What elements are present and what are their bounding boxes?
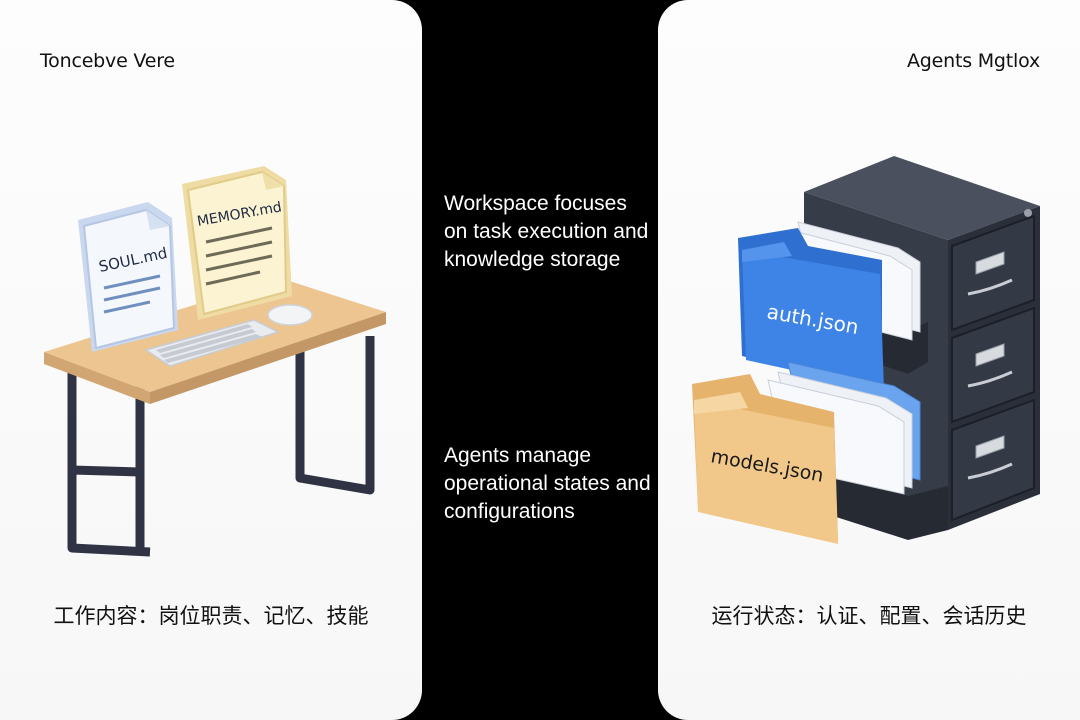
memory-file-icon: MEMORY.md (182, 166, 292, 320)
agents-description: Agents manage operational states and con… (444, 442, 654, 526)
workspace-description: Workspace focuses on task execution and … (444, 190, 654, 274)
workspace-caption: 工作内容：岗位职责、记忆、技能 (0, 600, 422, 630)
agents-panel: Agents Mgtlox (658, 0, 1080, 720)
workspace-panel: Toncebve Vere SOUL.md (0, 0, 422, 720)
agents-caption: 运行状态：认证、配置、会话历史 (658, 600, 1080, 630)
mouse-icon (268, 305, 312, 325)
soul-file-icon: SOUL.md (78, 202, 178, 352)
